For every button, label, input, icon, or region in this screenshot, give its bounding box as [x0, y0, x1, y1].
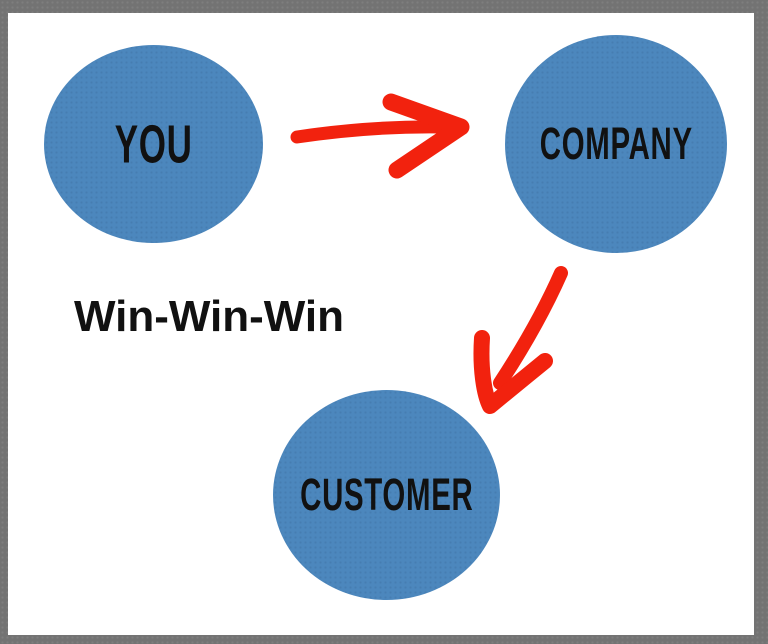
node-customer-label: CUSTOMER	[299, 469, 474, 520]
diagram-title: Win-Win-Win	[74, 292, 345, 341]
node-you: YOU	[44, 45, 263, 243]
node-company-label: COMPANY	[539, 118, 693, 169]
node-customer: CUSTOMER	[273, 390, 500, 600]
node-company: COMPANY	[505, 35, 727, 253]
node-you-label: YOU	[114, 113, 193, 175]
